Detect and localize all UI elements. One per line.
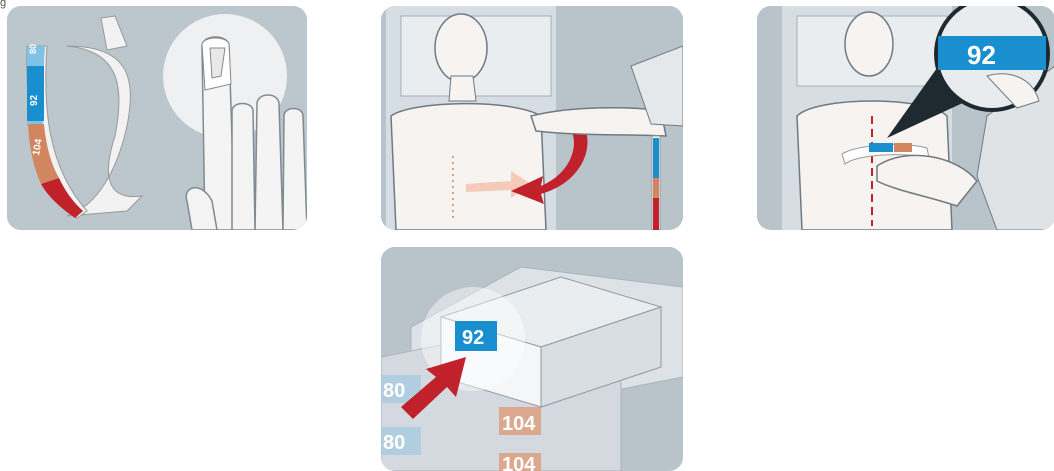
- box-size-104-a: 104: [502, 413, 536, 435]
- tape-label-92: 92: [29, 94, 40, 106]
- box-size-80-a: 80: [383, 380, 405, 402]
- step1-tape-panel: 80 92 104: [7, 6, 307, 230]
- step2-measure-panel: [381, 6, 683, 230]
- box-size-104-b: 104: [502, 454, 536, 471]
- zoom-size-value: 92: [967, 40, 996, 70]
- selected-size-label: 92: [462, 327, 484, 349]
- box-size-80-b: 80: [383, 432, 405, 454]
- tape-label-80: 80: [28, 44, 38, 54]
- step4-boxes-panel: 80 104 80 104 92: [381, 247, 683, 471]
- step3-chest-panel: 92: [757, 6, 1054, 230]
- caption-fragment: g: [0, 0, 6, 9]
